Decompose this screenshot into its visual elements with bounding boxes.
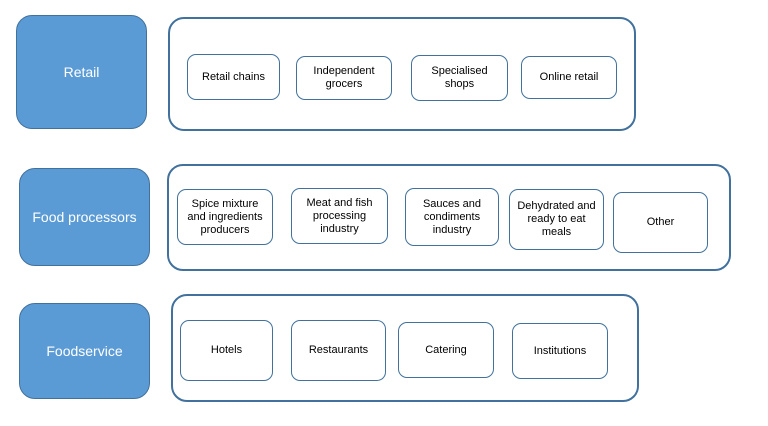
category-retail: Retail xyxy=(16,15,147,129)
item-independent-grocers: Independent grocers xyxy=(296,56,392,100)
item-hotels: Hotels xyxy=(180,320,273,381)
food-processors-group: Spice mixture and ingredients producers … xyxy=(167,164,731,271)
category-foodservice: Foodservice xyxy=(19,303,150,399)
item-catering: Catering xyxy=(398,322,494,378)
item-meat-and-fish: Meat and fish processing industry xyxy=(291,188,388,244)
item-specialised-shops: Specialised shops xyxy=(411,55,508,101)
item-spice-mixture: Spice mixture and ingredients producers xyxy=(177,189,273,245)
item-dehydrated-meals: Dehydrated and ready to eat meals xyxy=(509,189,604,250)
item-other: Other xyxy=(613,192,708,253)
item-institutions: Institutions xyxy=(512,323,608,379)
item-sauces-and-condiments: Sauces and condiments industry xyxy=(405,188,499,246)
retail-group: Retail chains Independent grocers Specia… xyxy=(168,17,636,131)
category-label: Foodservice xyxy=(46,343,123,359)
category-label: Food processors xyxy=(32,209,137,225)
category-food-processors: Food processors xyxy=(19,168,150,266)
item-retail-chains: Retail chains xyxy=(187,54,280,100)
item-restaurants: Restaurants xyxy=(291,320,386,381)
foodservice-group: Hotels Restaurants Catering Institutions xyxy=(171,294,639,402)
category-label: Retail xyxy=(63,64,100,80)
item-online-retail: Online retail xyxy=(521,56,617,99)
